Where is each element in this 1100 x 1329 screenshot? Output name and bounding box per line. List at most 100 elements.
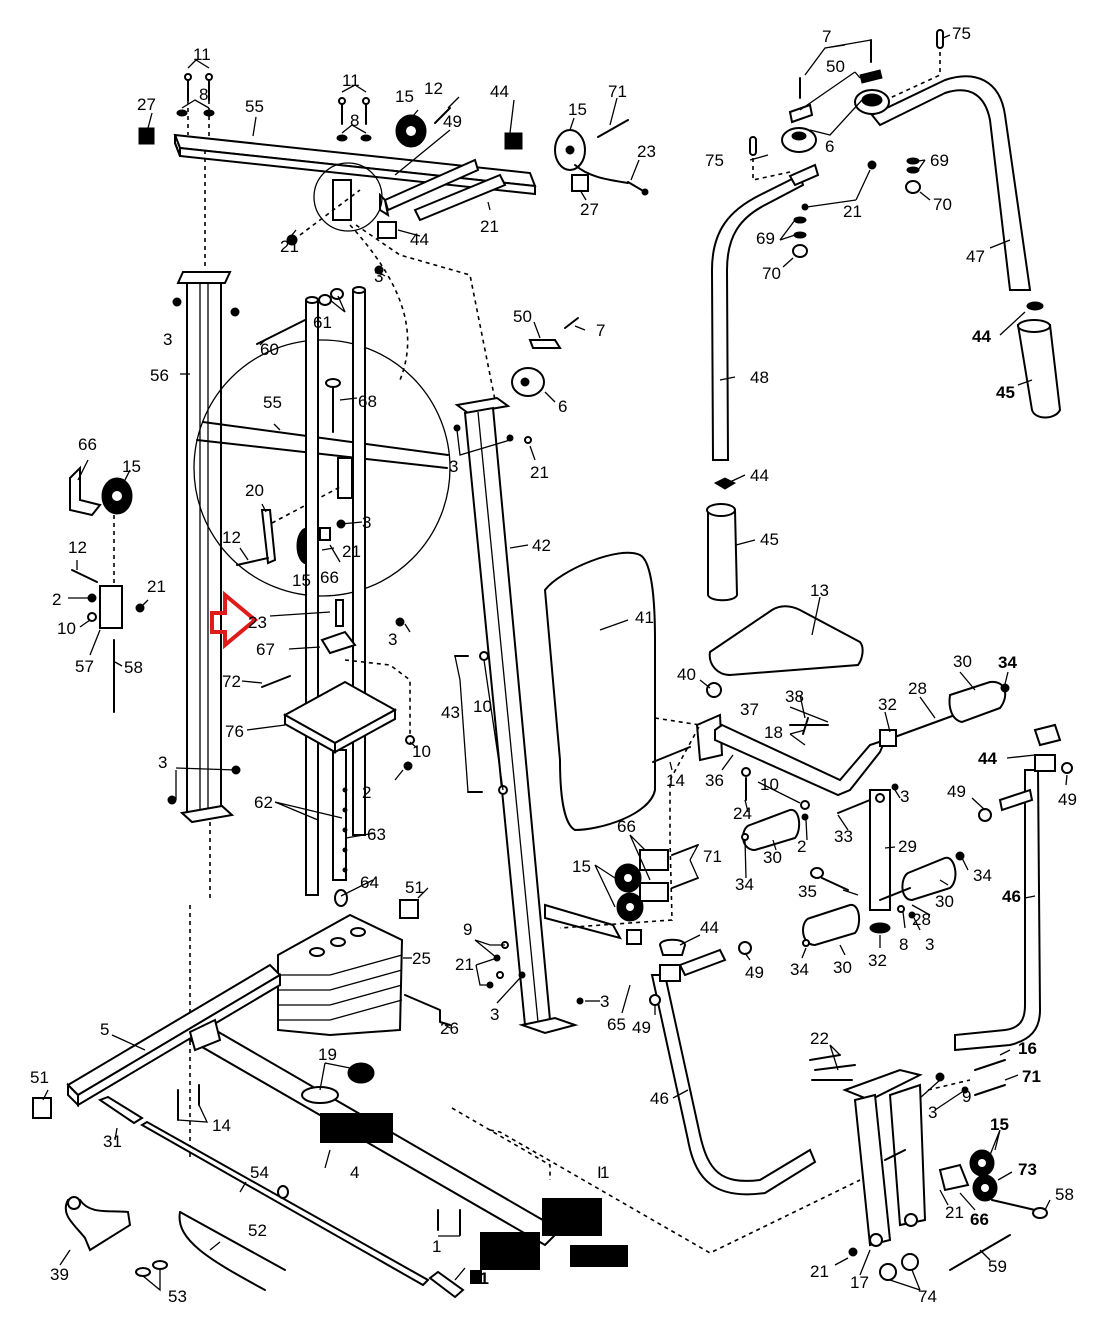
part-label: 10 [760, 775, 779, 794]
end-cap-44-lower [377, 221, 397, 239]
part-label: 2 [797, 837, 806, 856]
arm-65-tube [544, 903, 642, 945]
end-cap-27-right [571, 174, 589, 192]
part-label: 67 [256, 640, 275, 659]
bolts-14-base [177, 1084, 200, 1121]
top-plate-76 [282, 680, 398, 754]
part-label: 75 [705, 151, 724, 170]
bolts-1-base [437, 1209, 461, 1236]
part-label: 10 [57, 619, 76, 638]
part-label: 8 [350, 111, 359, 130]
arm-46-left [649, 938, 817, 1196]
part-label: 3 [158, 753, 167, 772]
part-label: 3 [928, 1103, 937, 1122]
fasteners-weight-area [261, 617, 415, 771]
part-label: 48 [750, 368, 769, 387]
selector-rod-63 [332, 749, 348, 881]
part-label: 10 [473, 697, 492, 716]
part-label: 21 [147, 577, 166, 596]
bracket-67 [320, 630, 357, 655]
part-label: 51 [405, 878, 424, 897]
part-label: 3 [362, 513, 371, 532]
end-cap-44-top [504, 132, 523, 150]
part-label: 44 [700, 918, 719, 937]
dashed-guides-base [451, 1107, 861, 1254]
part-label: 19 [318, 1045, 337, 1064]
part-label: 3 [900, 787, 909, 806]
part-label: 14 [212, 1116, 231, 1135]
part-label: I [597, 1163, 602, 1182]
part-label: 47 [966, 247, 985, 266]
part-label: 18 [764, 723, 783, 742]
part-label: 23 [248, 613, 267, 632]
pulleys-15-center [559, 839, 699, 929]
part-label: 51 [30, 1068, 49, 1087]
part-label: 15 [292, 571, 311, 590]
part-label: 66 [78, 435, 97, 454]
part-label: 53 [168, 1287, 187, 1306]
pulley-15-top [395, 114, 427, 148]
part-label: 49 [632, 1018, 651, 1037]
arm-48 [710, 163, 820, 461]
part-label: 25 [412, 949, 431, 968]
part-label: 34 [998, 653, 1017, 672]
roller-45-center [706, 477, 739, 602]
pins-75 [749, 29, 944, 181]
part-label: 29 [898, 837, 917, 856]
part-label: 21 [280, 237, 299, 256]
part-label: 13 [810, 581, 829, 600]
part-label: 28 [912, 910, 931, 929]
part-label: 46 [1002, 887, 1021, 906]
part-label: 4 [350, 1163, 359, 1182]
part-label: 21 [843, 202, 862, 221]
chain-52 [178, 1211, 286, 1291]
pulley-rod-60-61 [256, 265, 384, 345]
part-label: 30 [763, 848, 782, 867]
arm-47 [870, 75, 1032, 291]
part-label: 42 [532, 536, 551, 555]
part-label: 56 [150, 366, 169, 385]
part-label: 71 [608, 82, 627, 101]
pulley-15-cable [554, 119, 649, 196]
part-label: 9 [463, 920, 472, 939]
part-label: 34 [973, 866, 992, 885]
roller-shaft-28-top [879, 680, 1010, 747]
part-label: 34 [735, 875, 754, 894]
seat-frame-36 [652, 682, 887, 840]
part-label: 71 [703, 847, 722, 866]
part-label: 39 [50, 1265, 69, 1284]
cap-end [428, 1270, 465, 1299]
pulley-19 [301, 1062, 375, 1104]
part-label: 30 [833, 958, 852, 977]
post-29 [837, 783, 899, 934]
part-label: 44 [978, 749, 997, 768]
part-label: 27 [137, 95, 156, 114]
part-label: 36 [705, 771, 724, 790]
part-label: 11 [193, 45, 211, 64]
part-label: 54 [250, 1163, 269, 1182]
part-label: 55 [263, 393, 282, 412]
part-label: 64 [360, 873, 379, 892]
part-label: 15 [122, 457, 141, 476]
part-label: 50 [513, 307, 532, 326]
part-label: 66 [617, 817, 636, 836]
part-label: 59 [988, 1257, 1007, 1276]
end-cap-51-left [32, 1097, 52, 1119]
part-label: 74 [918, 1287, 937, 1306]
pulleys-6-top [781, 39, 890, 153]
part-label: 49 [947, 782, 966, 801]
part-label: 3 [490, 1005, 499, 1024]
leader-lines [42, 34, 1068, 1292]
part-label: 12 [424, 79, 443, 98]
part-label: 50 [826, 57, 845, 76]
part-label: 30 [953, 652, 972, 671]
part-label: 3 [163, 330, 172, 349]
part-label: 76 [225, 722, 244, 741]
part-label: 7 [822, 27, 831, 46]
part-label: 1 [432, 1237, 441, 1256]
redaction-blocks [320, 1113, 628, 1284]
part-label: 7 [596, 321, 605, 340]
part-label: 6 [558, 397, 567, 416]
end-cap-27-left [138, 127, 155, 145]
pin-26 [404, 994, 451, 1026]
